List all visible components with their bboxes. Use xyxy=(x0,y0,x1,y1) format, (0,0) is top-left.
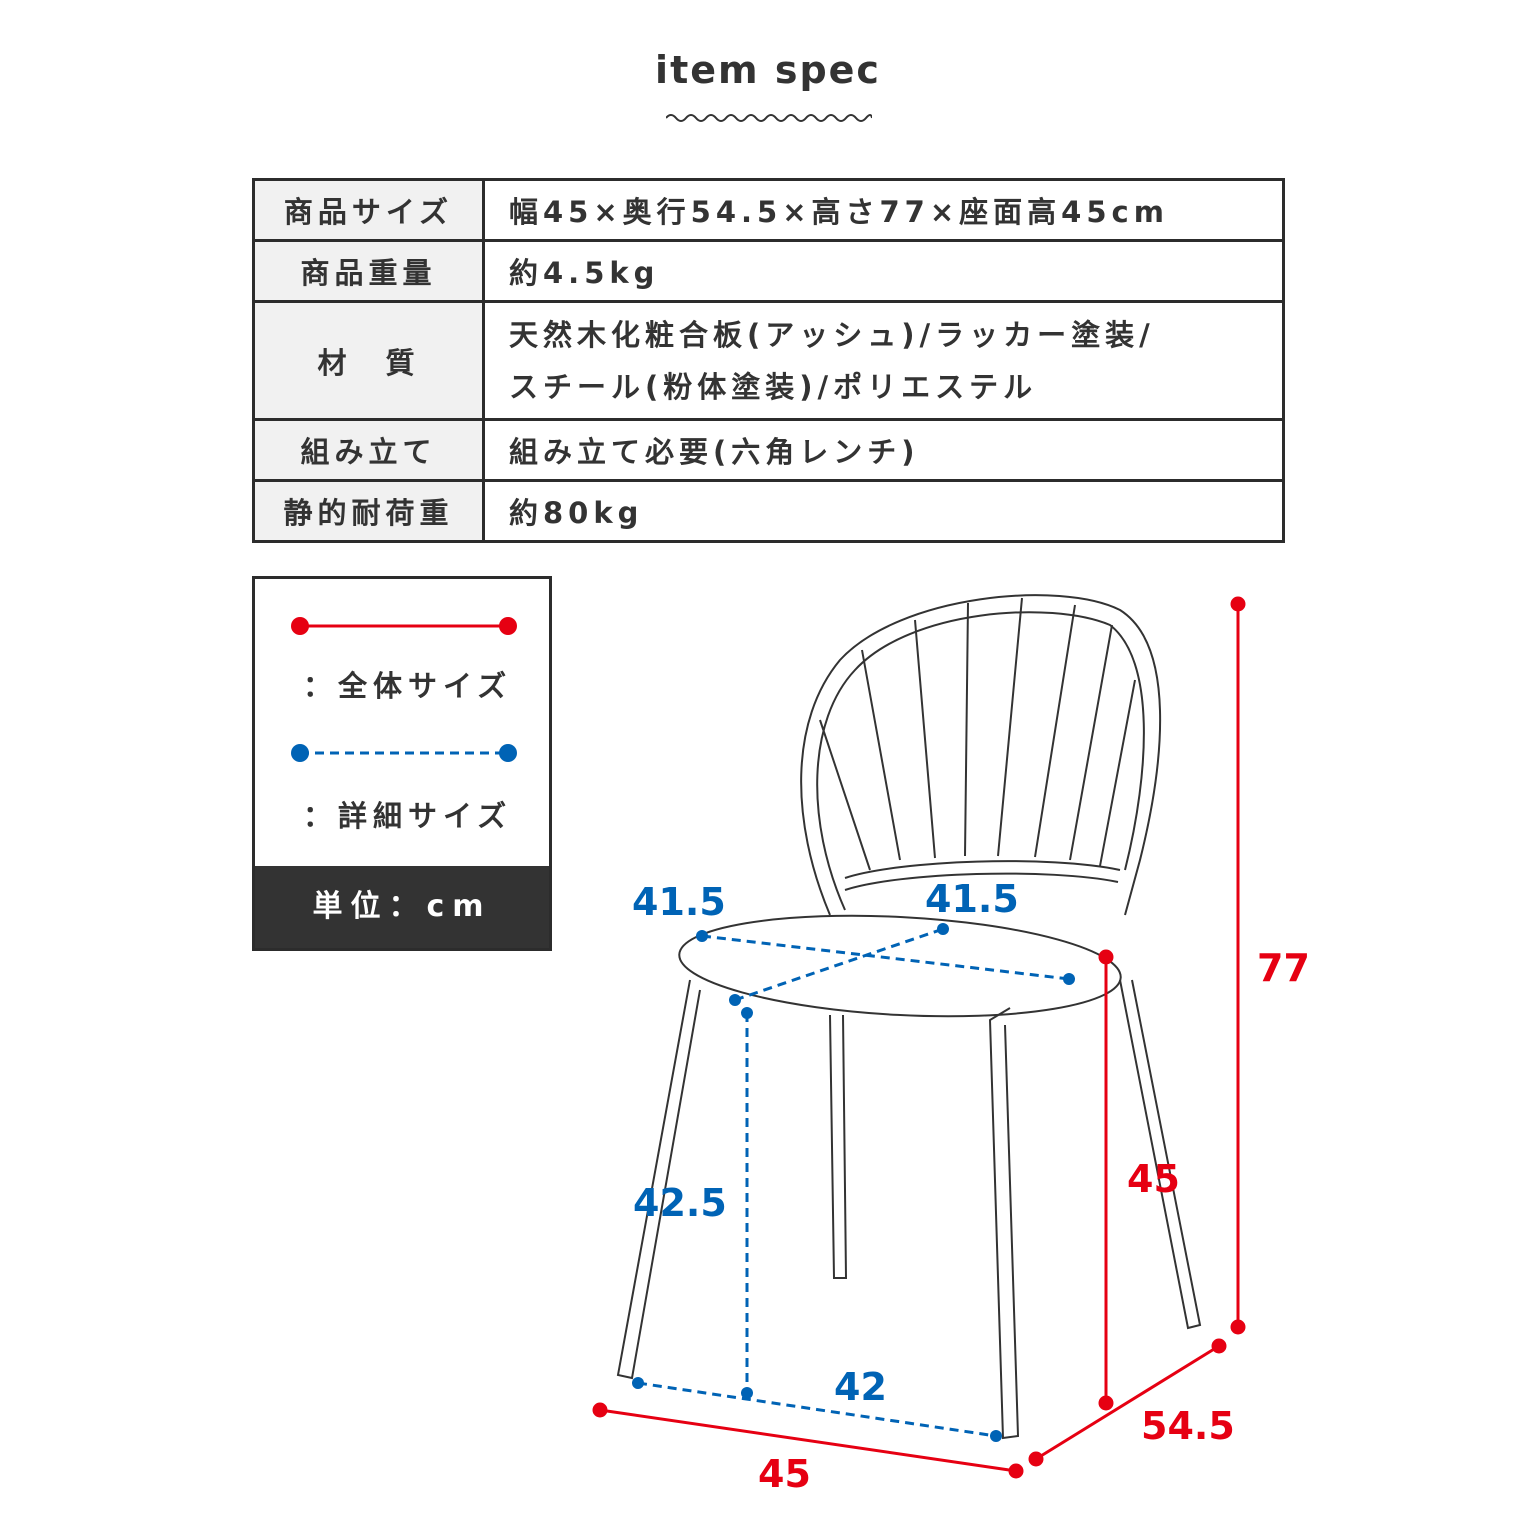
row-label: 商品サイズ xyxy=(252,178,485,242)
spec-table: 商品サイズ幅45×奥行54.5×高さ77×座面高45cm 商品重量約4.5kg … xyxy=(252,178,1285,543)
detail-dimensions xyxy=(637,927,1070,1438)
detail-dimension-points xyxy=(632,923,1075,1442)
row-value: 約4.5kg xyxy=(482,239,1285,303)
table-row: 材 質天然木化粧合板(アッシュ)/ラッカー塗装/スチール(粉体塗装)/ポリエステ… xyxy=(252,300,1285,421)
row-label: 材 質 xyxy=(252,300,485,421)
seat-depth-label: 41.5 xyxy=(925,877,1019,921)
row-value: 幅45×奥行54.5×高さ77×座面高45cm xyxy=(482,178,1285,242)
legend-overall: ：全体サイズ xyxy=(303,669,513,703)
detail-line-icon xyxy=(291,744,517,762)
legend-detail: ：詳細サイズ xyxy=(303,799,513,833)
value-line: スチール(粉体塗装)/ポリエステル xyxy=(509,369,1038,404)
seat-width-label: 41.5 xyxy=(632,880,726,924)
overall-height-label: 77 xyxy=(1257,946,1310,990)
overall-line-icon xyxy=(291,617,517,635)
table-row: 組み立て組み立て必要(六角レンチ) xyxy=(252,418,1285,482)
table-row: 商品重量約4.5kg xyxy=(252,239,1285,303)
unit-label: 単位：cm xyxy=(255,866,549,948)
page-title: item spec xyxy=(655,48,881,92)
legend: ：全体サイズ ：詳細サイズ 単位：cm xyxy=(252,576,552,951)
seat-height-label: 45 xyxy=(1127,1157,1180,1201)
table-row: 静的耐荷重約80kg xyxy=(252,479,1285,543)
row-value: 約80kg xyxy=(482,479,1285,543)
row-value: 組み立て必要(六角レンチ) xyxy=(482,418,1285,482)
chair-drawing xyxy=(616,594,1202,1440)
legend-lines xyxy=(291,617,517,762)
seat-floor-label: 42.5 xyxy=(633,1181,727,1225)
row-label: 静的耐荷重 xyxy=(252,479,485,543)
row-value: 天然木化粧合板(アッシュ)/ラッカー塗装/スチール(粉体塗装)/ポリエステル xyxy=(482,300,1285,421)
width-label: 45 xyxy=(758,1452,811,1496)
leg-span-label: 42 xyxy=(834,1365,887,1409)
value-line: 天然木化粧合板(アッシュ)/ラッカー塗装/ xyxy=(509,317,1155,352)
wave-divider xyxy=(666,114,872,122)
overall-dimensions xyxy=(592,596,1246,1479)
row-label: 組み立て xyxy=(252,418,485,482)
row-label: 商品重量 xyxy=(252,239,485,303)
table-row: 商品サイズ幅45×奥行54.5×高さ77×座面高45cm xyxy=(252,178,1285,242)
depth-label: 54.5 xyxy=(1141,1404,1235,1448)
